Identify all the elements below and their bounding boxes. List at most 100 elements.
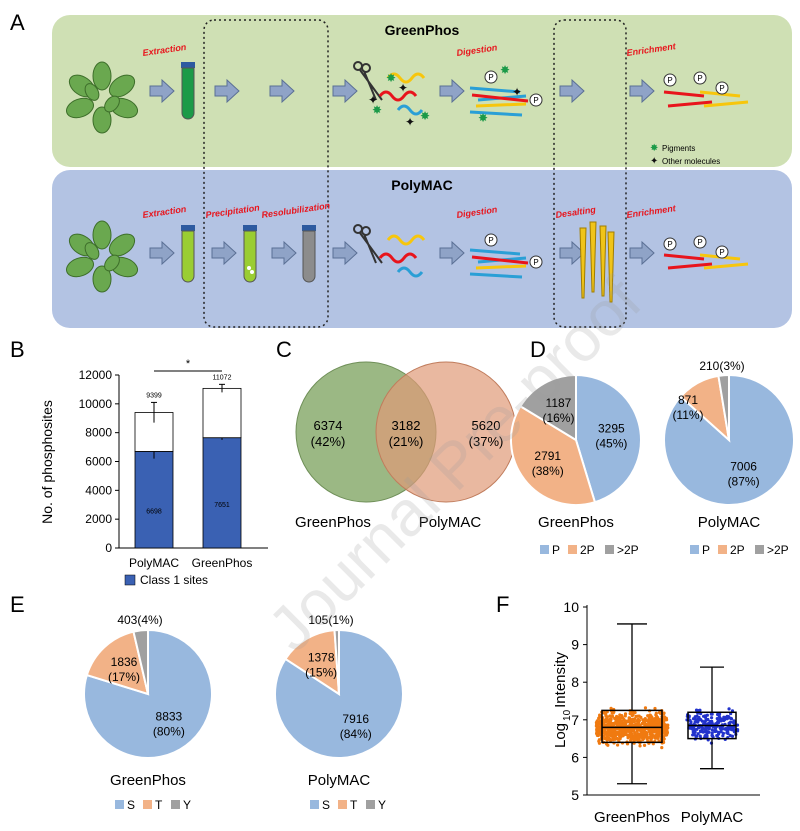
data-point <box>594 731 599 736</box>
data-point <box>616 721 620 725</box>
legend-label: >2P <box>767 543 789 557</box>
data-point <box>691 717 696 721</box>
data-point <box>709 716 714 720</box>
data-point <box>609 706 613 710</box>
data-point <box>606 722 610 726</box>
data-point <box>630 723 634 727</box>
arrow-icon <box>271 240 297 266</box>
legend-swatch <box>366 800 375 809</box>
data-point <box>608 737 612 741</box>
data-point <box>610 728 614 733</box>
data-point <box>631 712 635 717</box>
legend-class1-sites: Class 1 sites <box>140 573 208 587</box>
data-point <box>631 728 635 732</box>
legend-label: Y <box>378 798 386 812</box>
data-point <box>727 707 731 711</box>
data-point <box>651 733 655 738</box>
other-molecule-icons: ✦✦✦✦ <box>368 81 522 129</box>
data-point <box>610 714 615 718</box>
data-point <box>716 732 721 736</box>
data-point <box>695 734 699 738</box>
pie-slice-2p <box>510 404 597 506</box>
data-point <box>611 724 615 728</box>
arrow-icon <box>629 78 655 104</box>
data-point <box>633 710 637 715</box>
data-point <box>619 720 623 724</box>
data-point <box>728 726 732 730</box>
bar-segment <box>134 451 174 549</box>
data-point <box>727 721 731 725</box>
slice-value-label: 3295 <box>598 422 625 436</box>
phospho-markers: P P P P P P P P P P <box>484 70 729 269</box>
slice-value-label: 871 <box>678 393 698 407</box>
data-point <box>628 729 632 733</box>
data-point <box>641 720 646 724</box>
svg-text:✸: ✸ <box>420 109 430 123</box>
data-point <box>643 706 648 710</box>
slice-value-label: 2791 <box>534 449 561 463</box>
pigment-icon: ✸ <box>650 143 658 154</box>
data-point <box>596 723 600 727</box>
slice-value-label: 1836 <box>111 655 138 669</box>
data-point <box>609 732 613 737</box>
data-point <box>714 722 718 726</box>
data-point <box>691 730 695 734</box>
data-point <box>662 718 666 722</box>
arrow-icon <box>629 240 655 266</box>
data-point <box>707 726 711 731</box>
scissors-icon <box>353 224 383 264</box>
data-point <box>710 731 714 735</box>
data-point <box>647 715 651 719</box>
slice-percent-label: (45%) <box>595 437 627 451</box>
slice-percent-label: (15%) <box>305 666 337 680</box>
data-point <box>597 716 601 721</box>
slice-value-label: 7006 <box>730 460 757 474</box>
y-tick-label: 10000 <box>79 397 113 411</box>
legend-label: Y <box>183 798 191 812</box>
legend-swatch <box>310 800 319 809</box>
data-point <box>641 738 645 742</box>
pie-title: PolyMAC <box>698 514 761 531</box>
data-point <box>634 714 638 718</box>
panel-letter-a: A <box>10 10 25 35</box>
data-point <box>623 719 627 723</box>
data-point <box>642 743 647 747</box>
tube-icon <box>181 62 195 120</box>
svg-text:✦: ✦ <box>512 85 522 99</box>
data-point <box>662 726 666 730</box>
data-point <box>617 734 622 738</box>
data-point <box>710 728 714 732</box>
data-point <box>662 715 667 719</box>
pie-slice-p <box>663 373 795 506</box>
slice-value-label: 8833 <box>156 709 183 723</box>
slice-outer-label: 105(1%) <box>308 613 353 627</box>
y-tick-label: 8 <box>571 674 579 690</box>
legend-label: 2P <box>730 543 745 557</box>
data-point <box>623 712 628 716</box>
data-point <box>721 731 726 735</box>
data-point <box>643 730 648 734</box>
data-point <box>701 726 705 731</box>
data-point <box>608 714 612 718</box>
greenphos-band <box>52 15 792 167</box>
slice-percent-label: (16%) <box>542 411 574 425</box>
y-tick-label: 0 <box>105 541 112 555</box>
data-point <box>618 713 622 717</box>
slice-percent-label: (1%) <box>328 613 353 627</box>
data-point <box>653 736 657 740</box>
data-point <box>621 733 625 737</box>
venn-value-overlap: 3182 <box>392 418 421 433</box>
arrow-icon <box>332 240 358 266</box>
data-point <box>715 716 719 721</box>
phospho-label: P <box>488 236 493 245</box>
pie-slice-s <box>83 628 213 759</box>
slice-percent-label: (87%) <box>728 475 760 489</box>
plant-icon <box>65 61 139 134</box>
y-tick-label: 9 <box>571 637 579 653</box>
data-point <box>630 717 635 721</box>
data-point <box>656 718 661 722</box>
y-tick-label: 2000 <box>85 512 112 526</box>
data-point <box>612 735 616 739</box>
